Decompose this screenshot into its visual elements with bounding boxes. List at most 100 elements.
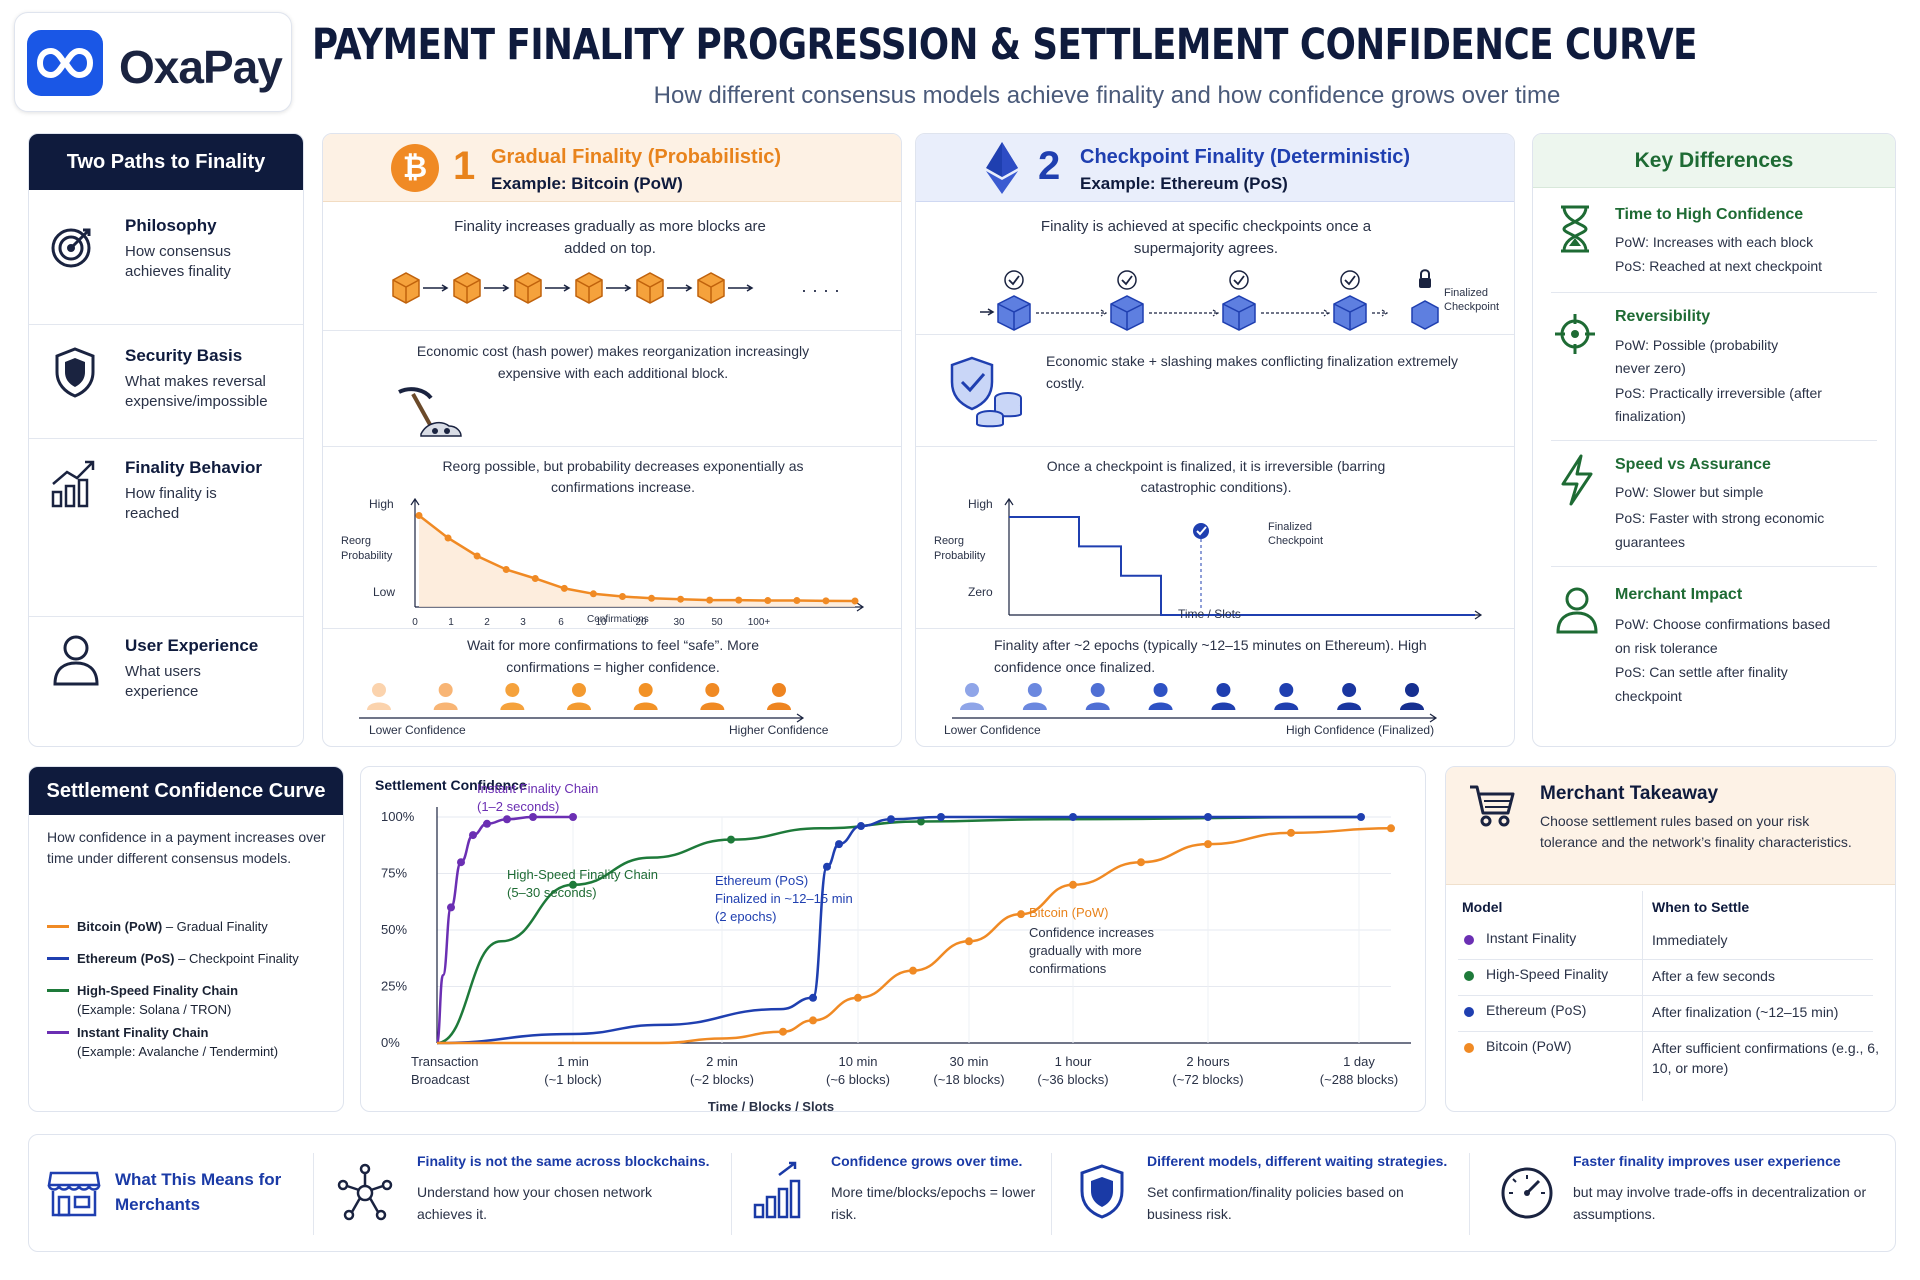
diff-item-line: PoS: Faster with strong economic guarant…	[1615, 510, 1825, 550]
ethereum-point	[1069, 813, 1077, 821]
model-dot	[1464, 1007, 1474, 1017]
x-tick-sub: (~2 blocks)	[690, 1072, 754, 1087]
gradual-chart-low: Low	[373, 585, 396, 599]
x-tick-label: 1 min	[557, 1054, 589, 1069]
curve-desc: How confidence in a payment increases ov…	[47, 829, 326, 866]
blue-block	[1110, 295, 1144, 331]
x-tick-label: Transaction	[411, 1054, 478, 1069]
bitcoin-point	[909, 966, 917, 975]
path-item-security: Security Basis What makes reversal expen…	[29, 324, 303, 438]
ethereum-point	[1204, 813, 1212, 821]
legend-label: High-Speed Finality Chain(Example: Solan…	[77, 983, 239, 1017]
reorg-point	[589, 590, 597, 598]
chain-arrow	[606, 284, 632, 292]
instant-point	[457, 858, 465, 867]
instant-point	[483, 819, 491, 828]
gradual-lower-label: Lower Confidence	[369, 723, 466, 737]
differences-title: Key Differences	[1533, 134, 1895, 188]
person-icon	[1022, 683, 1047, 710]
takeaway-panel: Merchant Takeaway Choose settlement rule…	[1445, 766, 1896, 1112]
network-icon	[337, 1163, 393, 1221]
orange-block	[514, 272, 542, 304]
x-tick-label: 2	[484, 617, 490, 628]
person-icon	[960, 683, 984, 710]
path-item-title: Security Basis	[125, 346, 243, 365]
x-tick-label: 30	[673, 617, 685, 628]
orange-block	[697, 272, 725, 304]
chain-arrow	[484, 284, 510, 292]
footer-item-title: Finality is not the same across blockcha…	[417, 1153, 710, 1169]
page-subtitle: How different consensus models achieve f…	[653, 82, 1561, 109]
person-icon	[1148, 683, 1173, 710]
chain-arrow	[728, 284, 754, 292]
gradual-number: 1	[453, 144, 476, 188]
chain-arrow	[1261, 309, 1331, 317]
x-tick-label: 10	[595, 617, 607, 628]
legend-label: Instant Finality Chain(Example: Avalanch…	[77, 1025, 279, 1059]
person-icon	[1400, 683, 1424, 710]
bitcoin-point	[1287, 828, 1295, 837]
chain-arrow	[545, 284, 571, 292]
path-item-philosophy: Philosophy How consensus achieves finali…	[29, 190, 303, 302]
diff-item-line: PoS: Reached at next checkpoint	[1615, 258, 1823, 274]
target-icon	[51, 228, 91, 268]
diff-item-title: Merchant Impact	[1615, 586, 1743, 603]
bitcoin-point	[1069, 880, 1077, 889]
curve-chart-title: Settlement Confidence	[375, 777, 527, 793]
path-item-desc: What users experience	[125, 663, 201, 700]
reorg-point	[648, 594, 656, 602]
blue-block	[997, 295, 1031, 331]
model-name: Bitcoin (PoW)	[1486, 1038, 1572, 1054]
x-tick-sub: (~1 block)	[544, 1072, 601, 1087]
x-tick-label: 6	[558, 617, 564, 628]
footer-item-desc: Set confirmation/finality policies based…	[1147, 1184, 1404, 1222]
gradual-chart-xlabel: Confirmations	[587, 614, 649, 625]
confidence-arrow	[952, 713, 1438, 723]
takeaway-title: Merchant Takeaway	[1540, 783, 1719, 804]
takeaway-col-when: When to Settle	[1652, 899, 1750, 915]
chain-arrow	[1149, 309, 1220, 317]
bitcoin-point	[965, 937, 973, 946]
block-chain-graphic: · · · ·	[392, 272, 840, 304]
footer-item-title: Different models, different waiting stra…	[1147, 1153, 1448, 1169]
footer-item-desc: More time/blocks/epochs = lower risk.	[831, 1184, 1036, 1222]
brand-mark-icon	[27, 30, 103, 96]
settle-when: After sufficient confirmations (e.g., 6,…	[1652, 1040, 1879, 1076]
x-tick-label: 1 day	[1343, 1054, 1375, 1069]
model-name: Instant Finality	[1486, 930, 1577, 946]
x-tick-label: 2 hours	[1186, 1054, 1230, 1069]
finalized-block	[1411, 300, 1439, 330]
footer-item-title: Confidence grows over time.	[831, 1153, 1023, 1169]
model-name: Ethereum (PoS)	[1486, 1002, 1587, 1018]
diff-item-title: Speed vs Assurance	[1615, 456, 1771, 473]
shield-icon	[55, 347, 95, 398]
person-icon	[1337, 683, 1362, 710]
checkpoint-higher-label: High Confidence (Finalized)	[1286, 723, 1435, 737]
cart-icon	[1470, 785, 1515, 827]
model-dot	[1464, 935, 1474, 945]
checkpoint-chart-xlabel: Time / Slots	[1178, 607, 1241, 621]
x-tick-label: 50	[711, 617, 723, 628]
legend-swatch	[47, 1031, 69, 1034]
checkpoint-header	[916, 134, 1514, 202]
brand-name: OxaPay	[119, 41, 283, 93]
y-tick-label: 50%	[381, 922, 407, 937]
brand-logo: OxaPay	[14, 12, 292, 112]
annotation-title: Instant Finality Chain	[477, 781, 598, 796]
legend-label: Bitcoin (PoW) – Gradual Finality	[77, 919, 268, 934]
diff-item-title: Reversibility	[1615, 308, 1711, 325]
bitcoin-point	[854, 993, 862, 1002]
annotation-title: Bitcoin (PoW)	[1029, 905, 1108, 920]
takeaway-header	[1446, 767, 1895, 885]
person-icon	[367, 683, 391, 710]
x-tick-label: 10 min	[838, 1054, 877, 1069]
orange-block	[392, 272, 420, 304]
takeaway-row: Ethereum (PoS)After finalization (~12–15…	[1446, 995, 1895, 1037]
checkpoint-example: Example: Ethereum (PoS)	[1080, 174, 1288, 193]
annotation-title: High-Speed Finality Chain	[507, 867, 658, 882]
crosshair-icon	[1555, 314, 1595, 354]
checkpoint-people-row	[952, 683, 1438, 723]
checkpoint-ux: Finality after ~2 epochs (typically ~12–…	[994, 637, 1427, 675]
pickaxe-icon	[398, 387, 462, 437]
legend-swatch	[47, 925, 69, 928]
